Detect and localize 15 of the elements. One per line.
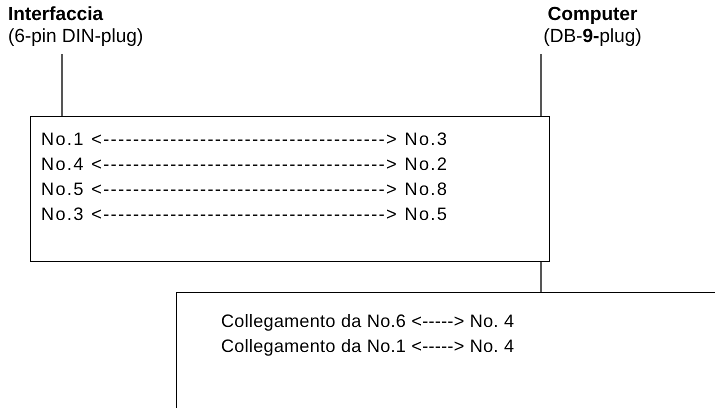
connector-type-text: (DB-9-plug) [542, 26, 643, 48]
pin-connection-text: Collegamento da No.6 <-----> No. 4 [221, 310, 516, 333]
note-box [176, 292, 715, 408]
pin-connection-text: No.5 <--------------------------------------> No.8 [41, 178, 450, 201]
connector-heading: Computer [546, 4, 638, 26]
pin-connection-text: No.4 <--------------------------------------> No.2 [41, 153, 450, 176]
leader-line [61, 54, 63, 116]
pin-connection-text: No.1 <--------------------------------------> No.3 [41, 128, 450, 151]
pin-connection-text: No.3 <--------------------------------------> No.5 [41, 203, 450, 226]
leader-line [540, 262, 542, 292]
connector-heading: Interfaccia [8, 4, 104, 26]
leader-line [540, 54, 542, 116]
pin-mapping-box [30, 116, 550, 262]
pin-connection-text: Collegamento da No.1 <-----> No. 4 [221, 335, 516, 358]
connector-type-text: (6-pin DIN-plug) [8, 26, 144, 48]
